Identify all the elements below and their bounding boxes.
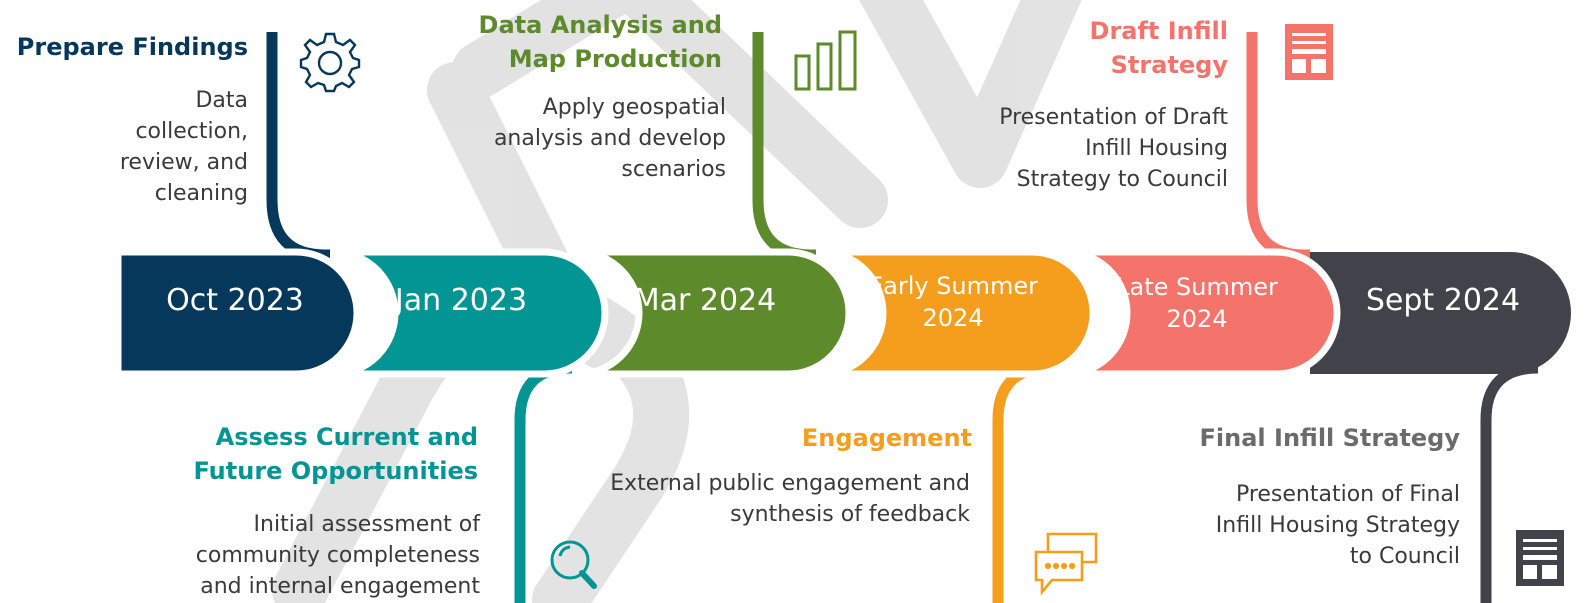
milestone-title-draft-strategy: Draft Infill Strategy xyxy=(1089,17,1228,79)
segment-shape-4 xyxy=(821,248,1097,378)
segment-shape-5 xyxy=(1065,248,1341,378)
milestone-title-engagement: Engagement xyxy=(801,424,972,452)
segment-label-early-summer-2024: Early Summer 2024 xyxy=(867,272,1039,332)
milestone-description-engagement: External public engagement and synthesis… xyxy=(610,471,970,527)
milestone-title-data-analysis: Data Analysis and Map Production xyxy=(478,11,722,73)
document-icon xyxy=(1516,530,1564,586)
milestone-description-prepare-findings: Data collection, review, and cleaning xyxy=(119,88,248,206)
segment-label-oct-2023: Oct 2023 xyxy=(166,283,304,318)
segment-label-mar-2024: Mar 2024 xyxy=(633,283,777,318)
milestone-description-final-strategy: Presentation of Final Infill Housing Str… xyxy=(1215,482,1460,569)
segment-shape-3 xyxy=(577,248,853,378)
milestone-title-final-strategy: Final Infill Strategy xyxy=(1199,424,1460,452)
document-icon xyxy=(1285,24,1333,80)
milestone-description-assess: Initial assessment of community complete… xyxy=(195,512,480,599)
magnifier-icon xyxy=(550,540,597,589)
milestone-title-prepare-findings: Prepare Findings xyxy=(16,33,248,61)
milestone-description-data-analysis: Apply geospatial analysis and develop sc… xyxy=(493,95,726,182)
gear-icon xyxy=(299,32,361,93)
segment-shape-1 xyxy=(114,248,361,378)
segment-label-sept-2024: Sept 2024 xyxy=(1365,283,1521,318)
segment-label-jan-2023: Jan 2023 xyxy=(394,283,528,318)
milestone-title-assess: Assess Current and Future Opportunities xyxy=(193,423,478,485)
segment-shape-2 xyxy=(333,248,609,378)
milestone-description-draft-strategy: Presentation of Draft Infill Housing Str… xyxy=(999,105,1228,192)
segment-label-late-summer-2024: Late Summer 2024 xyxy=(1116,273,1278,333)
segment-shape-6 xyxy=(1310,252,1571,374)
bar-chart-icon xyxy=(794,30,857,91)
chat-bubbles-icon xyxy=(1034,532,1098,596)
